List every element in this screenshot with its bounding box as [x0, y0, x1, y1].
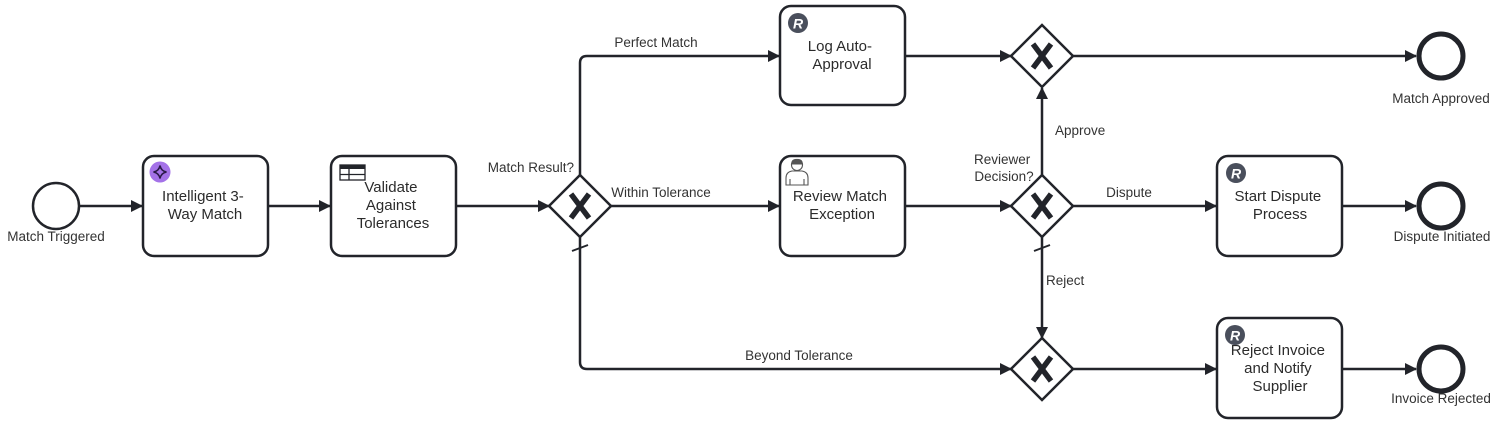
start-event[interactable]: Match Triggered	[7, 181, 105, 244]
task-reject-invoice[interactable]: R Reject Invoice and Notify Supplier	[1215, 316, 1344, 420]
task-label: Review Match Exception	[793, 188, 891, 223]
task-validate-tolerances[interactable]: Validate Against Tolerances	[329, 154, 458, 258]
end-event-label: Invoice Rejected	[1391, 391, 1491, 406]
sequence-flows	[79, 50, 1417, 375]
default-flow-marker	[1033, 244, 1051, 252]
flow-label-dispute: Dispute	[1106, 185, 1152, 200]
exclusive-x-icon	[1030, 355, 1054, 383]
task-label: Intelligent 3- Way Match	[162, 188, 248, 223]
task-label: Log Auto- Approval	[808, 38, 876, 73]
robot-icon: R	[1225, 325, 1245, 345]
flow-label-reject: Reject	[1046, 273, 1085, 288]
ai-sparkle-icon	[149, 161, 171, 183]
flow-label-within-tolerance: Within Tolerance	[611, 185, 711, 200]
task-log-auto-approval[interactable]: R Log Auto- Approval	[778, 4, 907, 107]
svg-text:R: R	[793, 16, 804, 32]
robot-icon: R	[1226, 163, 1246, 183]
gateway-match-result[interactable]: Match Result?	[488, 160, 613, 239]
gateway-label: Reviewer Decision?	[974, 152, 1034, 184]
task-label: Start Dispute Process	[1235, 188, 1326, 223]
flow-label-approve: Approve	[1055, 123, 1105, 138]
end-event-match-approved[interactable]: Match Approved	[1392, 31, 1490, 106]
end-event-label: Match Approved	[1392, 91, 1490, 106]
exclusive-x-icon	[1030, 192, 1054, 220]
flow-perfect-match[interactable]	[578, 50, 780, 175]
task-label: Validate Against Tolerances	[357, 179, 430, 232]
user-icon	[785, 158, 809, 186]
end-event-invoice-rejected[interactable]: Invoice Rejected	[1391, 344, 1491, 406]
gateway-merge-rejected[interactable]	[1009, 336, 1075, 402]
task-review-match-exception[interactable]: Review Match Exception	[778, 154, 907, 258]
svg-text:R: R	[1230, 328, 1241, 344]
end-event-label: Dispute Initiated	[1394, 229, 1491, 244]
default-flow-marker	[571, 244, 589, 252]
robot-icon: R	[788, 13, 808, 33]
end-event-dispute-initiated[interactable]: Dispute Initiated	[1394, 181, 1491, 244]
start-event-label: Match Triggered	[7, 229, 105, 244]
gateway-merge-approved[interactable]	[1009, 23, 1075, 89]
flow-label-perfect-match: Perfect Match	[614, 35, 697, 50]
decision-table-icon	[339, 164, 366, 181]
task-label: Reject Invoice and Notify Supplier	[1231, 342, 1329, 395]
task-start-dispute-process[interactable]: R Start Dispute Process	[1215, 154, 1344, 258]
flow-beyond-tolerance[interactable]	[578, 237, 1012, 375]
task-intelligent-match[interactable]: Intelligent 3- Way Match	[141, 154, 270, 258]
flow-label-beyond-tolerance: Beyond Tolerance	[745, 348, 853, 363]
exclusive-x-icon	[1030, 42, 1054, 70]
gateway-reviewer-decision[interactable]: Reviewer Decision?	[974, 152, 1075, 239]
svg-text:R: R	[1231, 166, 1242, 182]
exclusive-x-icon	[568, 192, 592, 220]
gateway-label: Match Result?	[488, 160, 574, 175]
